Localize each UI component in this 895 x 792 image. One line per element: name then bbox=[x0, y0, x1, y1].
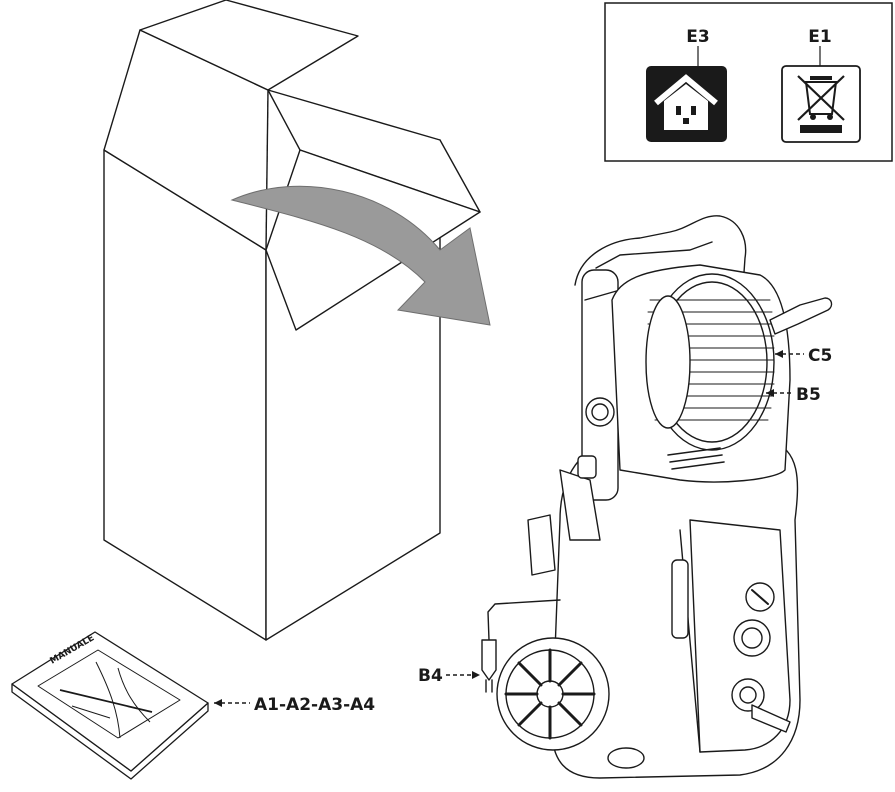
callout-a1-a4-label: A1-A2-A3-A4 bbox=[254, 695, 375, 715]
packaging-box bbox=[103, 0, 481, 641]
callout-b4: B4 bbox=[418, 666, 480, 686]
callout-c5-label: C5 bbox=[808, 346, 832, 366]
callout-b5: B5 bbox=[766, 385, 821, 405]
callout-c5: C5 bbox=[775, 346, 832, 366]
symbol-e1: E1 bbox=[781, 27, 861, 143]
house-socket-icon bbox=[646, 66, 727, 142]
callout-b5-label: B5 bbox=[796, 385, 821, 405]
symbols-box: E3 E1 bbox=[604, 2, 893, 162]
unpack-arrow bbox=[230, 185, 491, 326]
symbol-e1-code: E1 bbox=[808, 27, 831, 47]
pressure-washer bbox=[481, 215, 833, 779]
callout-a1-a4: A1-A2-A3-A4 bbox=[214, 695, 375, 715]
callout-b4-label: B4 bbox=[418, 666, 443, 686]
symbol-e3-code: E3 bbox=[686, 27, 709, 47]
symbol-e3: E3 bbox=[646, 27, 727, 142]
manual-book-icon: MANUALE bbox=[11, 631, 209, 780]
crossed-out-bin-icon bbox=[781, 65, 861, 143]
